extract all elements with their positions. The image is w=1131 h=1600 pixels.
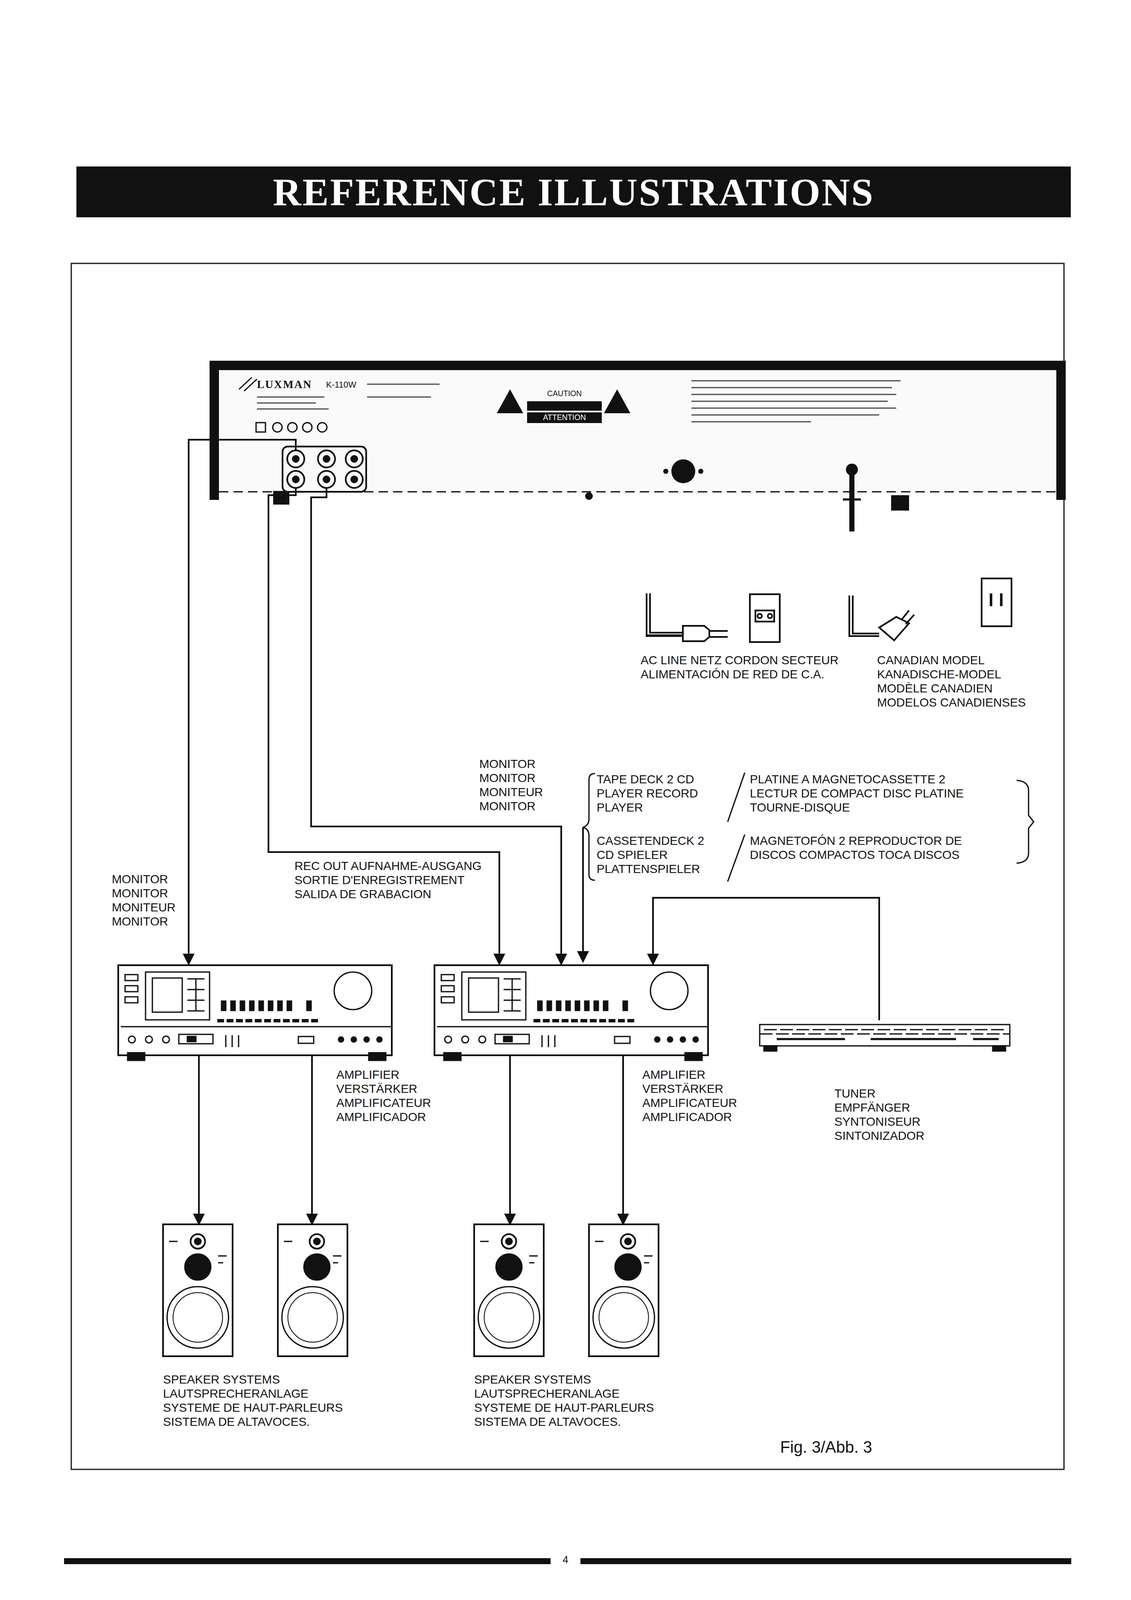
amplifier-label: AMPLIFIER VERSTÄRKER AMPLIFICATEUR AMPLI… bbox=[642, 1067, 771, 1124]
amplifier: AMPLIFIER VERSTÄRKER AMPLIFICATEUR AMPLI… bbox=[433, 964, 709, 1056]
panel-foot bbox=[891, 495, 910, 511]
signal-cable bbox=[198, 1055, 200, 1225]
connection-label: AC LINE NETZ CORDON SECTEUR ALIMENTACIÓN… bbox=[640, 652, 872, 682]
footer-rule bbox=[64, 1557, 551, 1564]
receiver-rear-panel: LUXMAN K-110W CAUTION ATTENTION bbox=[214, 365, 1062, 500]
connection-label: CANADIAN MODEL KANADISCHE-MODEL MODÈLE C… bbox=[877, 652, 1048, 710]
receiver-rear-panel-label: LUXMAN bbox=[256, 378, 312, 392]
arrowhead bbox=[577, 950, 589, 963]
output-jacks bbox=[282, 446, 367, 492]
warning-triangle bbox=[603, 389, 631, 414]
tuner-drawing bbox=[759, 1020, 1010, 1051]
panel-foot bbox=[273, 490, 290, 505]
monitor-lead bbox=[214, 439, 296, 451]
signal-cable bbox=[188, 439, 215, 965]
panel-housing bbox=[214, 365, 1062, 500]
title-bar bbox=[76, 166, 1071, 218]
panel-face bbox=[218, 370, 1057, 494]
speaker-systems-label: SPEAKER SYSTEMS LAUTSPRECHERANLAGE SYSTE… bbox=[163, 1372, 364, 1429]
connection-label: MAGNETOFÓN 2 REPRODUCTOR DE DISCOS COMPA… bbox=[749, 833, 1006, 862]
caution-bar bbox=[527, 401, 602, 411]
cable-label: MONITOR MONITOR MONITEUR MONITOR bbox=[479, 756, 552, 814]
figure-number: Fig. 3/Abb. 3 bbox=[780, 1437, 872, 1457]
receiver-rear-panel-label: ATTENTION bbox=[527, 412, 602, 423]
signal-cable bbox=[311, 1055, 313, 1225]
approval-icons bbox=[256, 422, 327, 432]
signal-cable bbox=[509, 1055, 511, 1225]
bracket bbox=[582, 772, 1034, 882]
warning-triangle bbox=[496, 389, 524, 414]
amplifier-label: AMPLIFIER VERSTÄRKER AMPLIFICATEUR AMPLI… bbox=[336, 1067, 465, 1124]
speaker-systems: SPEAKER SYSTEMS LAUTSPRECHERANLAGE SYSTE… bbox=[468, 1224, 674, 1357]
amplifier: AMPLIFIER VERSTÄRKER AMPLIFICATEUR AMPLI… bbox=[117, 964, 393, 1056]
logo-mark bbox=[239, 377, 257, 391]
footer-rule bbox=[580, 1557, 1072, 1564]
amplifier-drawing bbox=[435, 965, 711, 1058]
amplifier-drawing bbox=[119, 965, 395, 1058]
screw bbox=[585, 492, 593, 500]
speaker-systems: SPEAKER SYSTEMS LAUTSPRECHERANLAGE SYSTE… bbox=[157, 1224, 362, 1357]
connection-label: PLATINE A MAGNETOCASSETTE 2 LECTUR DE CO… bbox=[749, 772, 989, 815]
power-cord bbox=[842, 463, 861, 532]
receiver-rear-panel-label: CAUTION bbox=[527, 389, 602, 399]
tuner-label: TUNER EMPFÄNGER SYNTONISEUR SINTONIZADOR bbox=[834, 1086, 950, 1143]
cable-label: MONITOR MONITOR MONITEUR MONITOR bbox=[111, 871, 184, 929]
page-title: REFERENCE ILLUSTRATIONS bbox=[76, 169, 1071, 216]
euro-plug bbox=[646, 593, 780, 642]
source-lead bbox=[582, 827, 584, 952]
signal-cable bbox=[268, 499, 500, 965]
page-number: 4 bbox=[559, 1553, 572, 1566]
tuner: TUNER EMPFÄNGER SYNTONISEUR SINTONIZADOR bbox=[759, 1020, 1010, 1051]
signal-cable bbox=[622, 1055, 624, 1225]
ground-terminal bbox=[663, 459, 704, 484]
connection-label: TAPE DECK 2 CD PLAYER RECORD PLAYER bbox=[596, 772, 710, 815]
speaker-systems-drawing bbox=[468, 1224, 674, 1357]
connection-label: CASSETENDECK 2 CD SPIELER PLATTENSPIELER bbox=[596, 833, 721, 876]
cable-label: REC OUT AUFNAHME-AUSGANG SORTIE D'ENREGI… bbox=[294, 858, 483, 901]
signal-cable bbox=[652, 897, 880, 1021]
speaker-systems-drawing bbox=[157, 1224, 362, 1357]
receiver-rear-panel-label: K-110W bbox=[326, 379, 357, 391]
speaker-systems-label: SPEAKER SYSTEMS LAUTSPRECHERANLAGE SYSTE… bbox=[474, 1372, 675, 1429]
figure-frame bbox=[71, 263, 1064, 1470]
canadian-plug bbox=[849, 578, 1012, 641]
